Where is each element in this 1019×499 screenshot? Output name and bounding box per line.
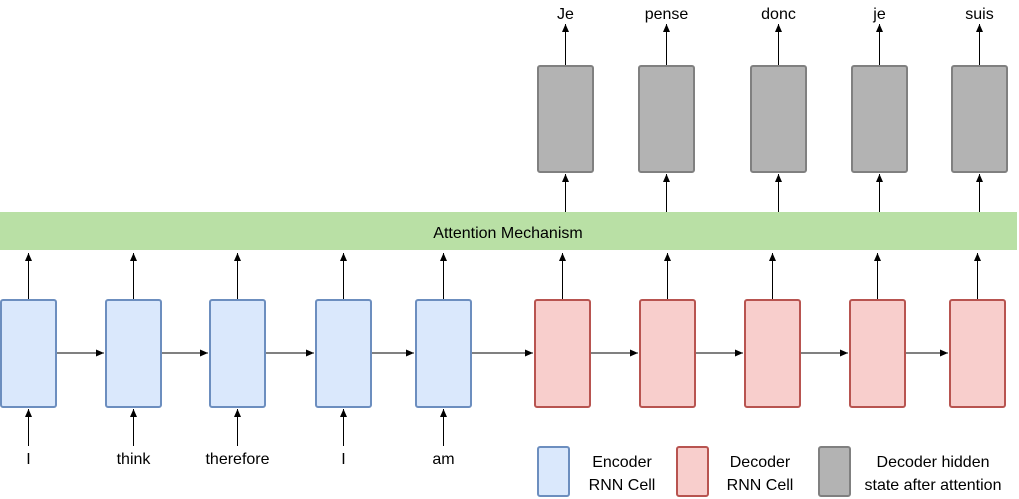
- decoder-cell: [639, 299, 696, 408]
- decoder-cell: [849, 299, 906, 408]
- legend-encoder-swatch: [537, 446, 570, 497]
- encoder-cell: [0, 299, 57, 408]
- legend-hidden-line1: Decoder hidden: [877, 454, 990, 471]
- decoder-hidden-state: [638, 65, 695, 173]
- legend-decoder-line1: Decoder: [730, 454, 791, 471]
- decoder-layer: [534, 253, 1006, 408]
- legend-hidden-line2: state after attention: [865, 477, 1002, 494]
- decoder-hidden-state: [537, 65, 594, 173]
- encoder-cell: [315, 299, 372, 408]
- decoder-hidden-layer: Je pense donc je suis: [537, 6, 1008, 212]
- legend-decoder-line2: RNN Cell: [727, 477, 794, 494]
- encoder-input-word: therefore: [205, 451, 269, 468]
- legend-encoder-line2: RNN Cell: [589, 477, 656, 494]
- decoder-output-word: suis: [965, 6, 993, 23]
- legend-hidden-swatch: [818, 446, 851, 497]
- legend-encoder-line1: Encoder: [592, 454, 652, 471]
- encoder-input-word: I: [26, 451, 30, 468]
- decoder-output-word: donc: [761, 6, 796, 23]
- legend-decoder-swatch: [676, 446, 709, 497]
- decoder-hidden-state: [951, 65, 1008, 173]
- attention-mechanism-band: [0, 212, 1017, 250]
- encoder-input-word: think: [117, 451, 152, 468]
- encoder-cell: [209, 299, 266, 408]
- decoder-cell: [744, 299, 801, 408]
- encoder-input-word: am: [432, 451, 454, 468]
- encoder-cell: [105, 299, 162, 408]
- decoder-output-word: pense: [645, 6, 689, 23]
- attention-mechanism-label: Attention Mechanism: [433, 225, 582, 242]
- encoder-cell: [415, 299, 472, 408]
- encoder-input-word: I: [341, 451, 345, 468]
- decoder-hidden-state: [750, 65, 807, 173]
- legend: Encoder RNN Cell Decoder RNN Cell Decode…: [537, 446, 1002, 497]
- decoder-hidden-state: [851, 65, 908, 173]
- decoder-cell: [534, 299, 591, 408]
- decoder-output-word: je: [872, 6, 886, 23]
- decoder-output-word: Je: [557, 6, 574, 23]
- decoder-cell: [949, 299, 1006, 408]
